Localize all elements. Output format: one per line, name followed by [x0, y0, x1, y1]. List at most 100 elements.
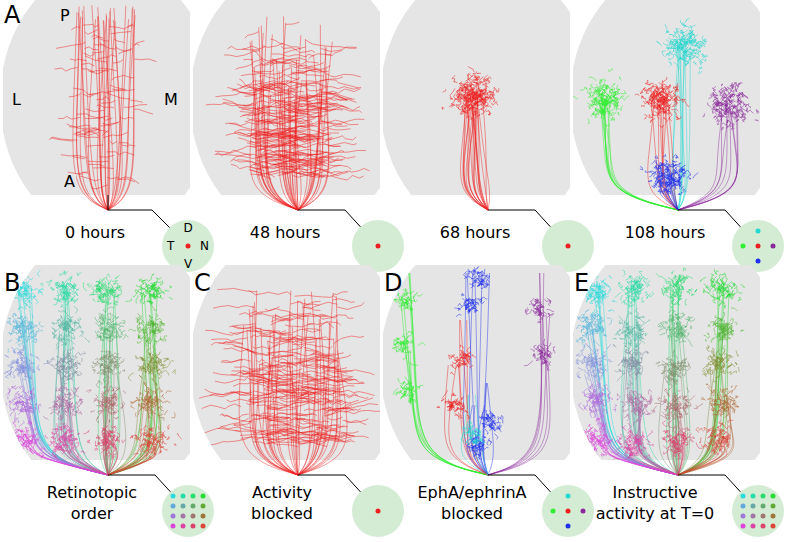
axon-branch — [319, 144, 341, 146]
axon — [67, 291, 108, 475]
arbor-group — [3, 270, 182, 460]
axon-branch — [288, 70, 315, 75]
axon-branch — [266, 171, 288, 174]
arbor-twig — [600, 103, 602, 107]
arbor-twig — [673, 87, 675, 91]
arbor-twig — [21, 281, 27, 289]
arbor-twig — [485, 96, 488, 98]
axon-branch — [262, 43, 284, 47]
axon — [64, 294, 108, 475]
axon — [24, 441, 108, 475]
arbor-twig — [62, 282, 64, 287]
axon-branch — [230, 159, 256, 163]
arbor-twig — [715, 97, 717, 99]
axon — [108, 298, 118, 475]
arbor-twig — [595, 104, 598, 107]
arbor-twig — [737, 83, 743, 86]
arbor-twig — [678, 47, 680, 52]
arbor-twig — [684, 101, 689, 107]
axon — [678, 105, 738, 210]
tectum-shape — [383, 0, 570, 195]
arbor-twig — [99, 282, 107, 287]
arbor-twig — [649, 114, 652, 117]
axon — [24, 355, 108, 475]
arbor-twig — [714, 115, 717, 118]
arbor-twig — [665, 85, 670, 91]
arbor-twig — [589, 88, 592, 91]
arbor-twig — [491, 101, 497, 105]
arbor-twig — [686, 42, 688, 44]
arbor-twig — [106, 290, 107, 293]
arbor-twig — [680, 29, 683, 33]
axon — [108, 370, 161, 475]
arbor-twig — [653, 104, 655, 109]
arbor-twig — [463, 92, 466, 94]
arbor-twig — [682, 38, 685, 41]
arbor-twig — [114, 295, 119, 298]
arbor-twig — [477, 83, 484, 86]
arbor-twig — [724, 108, 729, 114]
arbor-twig — [609, 105, 610, 108]
arbor-twig — [667, 165, 673, 169]
axon-branch — [311, 160, 342, 163]
arbor-twig — [681, 49, 687, 54]
arbor-twig — [654, 167, 660, 168]
arbor-twig — [687, 37, 690, 39]
arbor-twig — [667, 99, 669, 100]
arbor-twig — [608, 69, 613, 72]
arbor-twig — [652, 160, 656, 165]
axon-branch — [260, 154, 301, 156]
arbor-twig — [29, 297, 31, 299]
arbor-twig — [603, 114, 605, 119]
arbor-twig — [675, 100, 678, 105]
arbor-twig — [680, 165, 685, 168]
axon — [296, 60, 298, 210]
axon-branch — [330, 175, 364, 180]
panel-figure — [380, 0, 596, 272]
axon — [108, 331, 150, 475]
retina-dot — [566, 244, 571, 249]
arbor-twig — [730, 94, 735, 96]
arbor-twig — [107, 274, 110, 277]
arbor-twig — [677, 170, 684, 172]
arbor-twig — [669, 51, 674, 54]
arbor-twig — [459, 86, 466, 90]
axon — [108, 331, 152, 475]
arbor-twig — [647, 80, 649, 83]
axon-branch — [319, 129, 351, 132]
arbor-twig — [648, 180, 652, 182]
axon-branch — [286, 22, 300, 24]
axon-branch — [228, 46, 260, 50]
axon — [108, 371, 109, 475]
arbor-twig — [478, 90, 480, 98]
arbor-twig — [700, 59, 706, 62]
retina-circle — [352, 220, 404, 272]
arbor-twig — [117, 290, 121, 295]
arbor-twig — [27, 286, 31, 289]
axon — [678, 42, 686, 210]
arbor-twig — [649, 103, 652, 106]
arbor-twig — [744, 117, 746, 120]
arbor-twig — [149, 302, 152, 305]
arbor-twig — [67, 282, 72, 291]
axon — [102, 402, 108, 475]
arbor-twig — [603, 103, 609, 109]
arbor-twig — [666, 191, 668, 195]
axon-branch — [237, 160, 287, 167]
axon — [59, 367, 108, 475]
arbor-twig — [662, 182, 664, 188]
axon — [261, 25, 298, 210]
arbor-twig — [640, 91, 643, 93]
arbor-twig — [661, 77, 667, 84]
arbor-twig — [689, 30, 692, 34]
arbor-twig — [76, 293, 78, 295]
axon — [108, 401, 148, 475]
arbor-twig — [145, 282, 146, 286]
arbor-twig — [483, 79, 487, 83]
axon-branch — [216, 150, 251, 155]
arbor-twig — [674, 112, 678, 117]
axon-branch — [235, 59, 264, 69]
arbor-twig — [673, 155, 677, 159]
arbor-twig — [103, 299, 109, 303]
